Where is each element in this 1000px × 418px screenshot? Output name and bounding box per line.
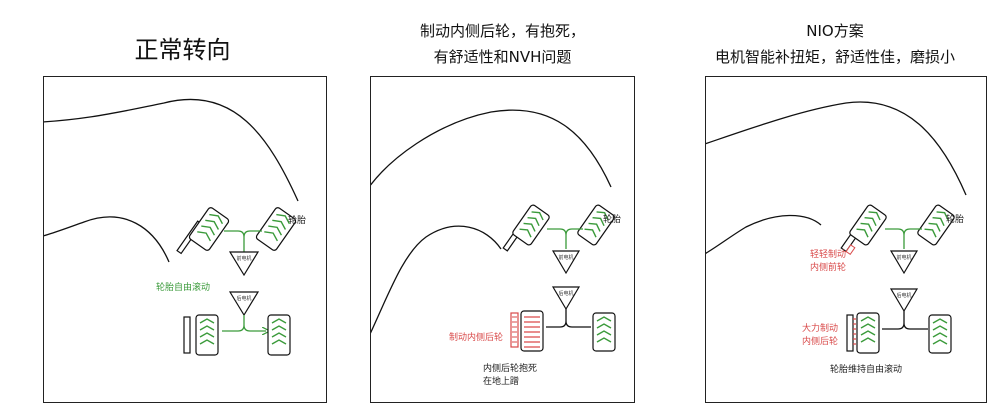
rear-left-brake-pad-active [510,312,519,348]
front-axle-torque-arrows [885,228,922,249]
rear-axle-torque-arrows [882,311,928,330]
rear-motor-triangle [889,288,919,313]
lockup-line1: 内侧后轮抱死 [483,364,538,374]
title-nio-line2: 电机智能补扭矩，舒适性佳，磨损小 [714,48,955,66]
trajectory-outer-curve [706,101,967,196]
trajectory-inner-curve [371,225,502,334]
front-left-tire [512,204,550,246]
normal-steering-diagram: 前电机 后电机 [44,98,299,356]
tire-label: 轮胎 [946,215,965,225]
title-nio-solution: NIO方案 电机智能补扭矩，舒适性佳，磨损小 [690,18,980,70]
rear-motor-label: 后电机 [558,290,573,297]
rear-motor-triangle [551,286,581,311]
light-brake-note: 轻轻制动 内侧前轮 [810,249,846,275]
tire-label: 轮胎 [603,215,622,225]
panel-normal-steering: 前电机 后电机 轮胎 轮胎自由滚动 [43,76,327,403]
rear-motor-label: 后电机 [236,295,251,302]
front-left-tire [849,204,887,246]
tire-label: 轮胎 [288,216,307,226]
heavy-brake-note: 大力制动 内侧后轮 [802,323,838,349]
heavy-brake-line1: 大力制动 [802,324,839,334]
title-nio-line1: NIO方案 [806,22,864,40]
rear-axle-torque-arrows [546,309,591,328]
rear-right-tire [592,312,616,352]
front-axle-torque-arrows [224,230,262,252]
free-roll-label: 轮胎自由滚动 [156,283,211,293]
brake-inner-rear-label: 制动内侧后轮 [449,333,504,343]
trajectory-outer-curve [371,109,612,188]
panel-brake-inner-rear: 前电机 后电机 轮胎 制动内侧后轮 内侧后轮抱死 在地上蹭 [370,76,635,403]
front-axle-torque-arrows [547,228,583,249]
title-brake-line1: 制动内侧后轮，有抱死， [419,22,585,40]
rear-axle-torque-arrows [222,315,266,331]
trajectory-outer-curve [44,98,299,202]
front-right-tire [917,204,955,246]
front-motor-label: 前电机 [896,254,911,261]
front-motor-triangle [551,250,581,275]
front-motor-label: 前电机 [236,255,251,262]
brake-inner-rear-diagram: 前电机 后电机 [371,109,616,352]
rear-left-tire [856,312,880,354]
free-roll-label: 轮胎维持自由滚动 [830,365,903,375]
nio-solution-diagram: 前电机 后电机 [706,101,967,354]
rear-right-tire [928,314,952,354]
title-brake-line2: 有舒适性和NVH问题 [433,48,572,66]
rear-left-brake-pad-active [846,314,856,352]
rear-left-brake-pad [183,316,191,354]
rear-right-tire [267,314,291,356]
lockup-line2: 在地上蹭 [483,377,520,387]
front-motor-triangle [228,251,260,277]
rear-motor-label: 后电机 [896,292,911,299]
title-normal-steering: 正常转向 [134,36,231,64]
title-brake-inner-rear: 制动内侧后轮，有抱死， 有舒适性和NVH问题 [370,18,635,70]
heavy-brake-line2: 内侧后轮 [802,337,839,347]
lockup-note: 内侧后轮抱死 在地上蹭 [483,363,537,389]
trajectory-inner-curve [44,216,170,263]
front-motor-triangle [889,250,919,275]
light-brake-line2: 内侧前轮 [810,263,847,273]
light-brake-line1: 轻轻制动 [810,250,847,260]
trajectory-inner-curve [706,214,822,254]
front-right-tire [255,207,297,251]
front-left-tire [188,207,230,251]
rear-left-tire-locked [520,310,544,352]
rear-motor-triangle [228,291,260,317]
front-motor-label: 前电机 [558,254,573,261]
front-right-tire [577,204,615,246]
panel-nio-solution: 前电机 后电机 轮胎 轻轻制动 内侧前轮 大力制动 内侧后轮 轮胎维持自由滚动 [705,76,987,403]
rear-left-tire [195,314,219,356]
